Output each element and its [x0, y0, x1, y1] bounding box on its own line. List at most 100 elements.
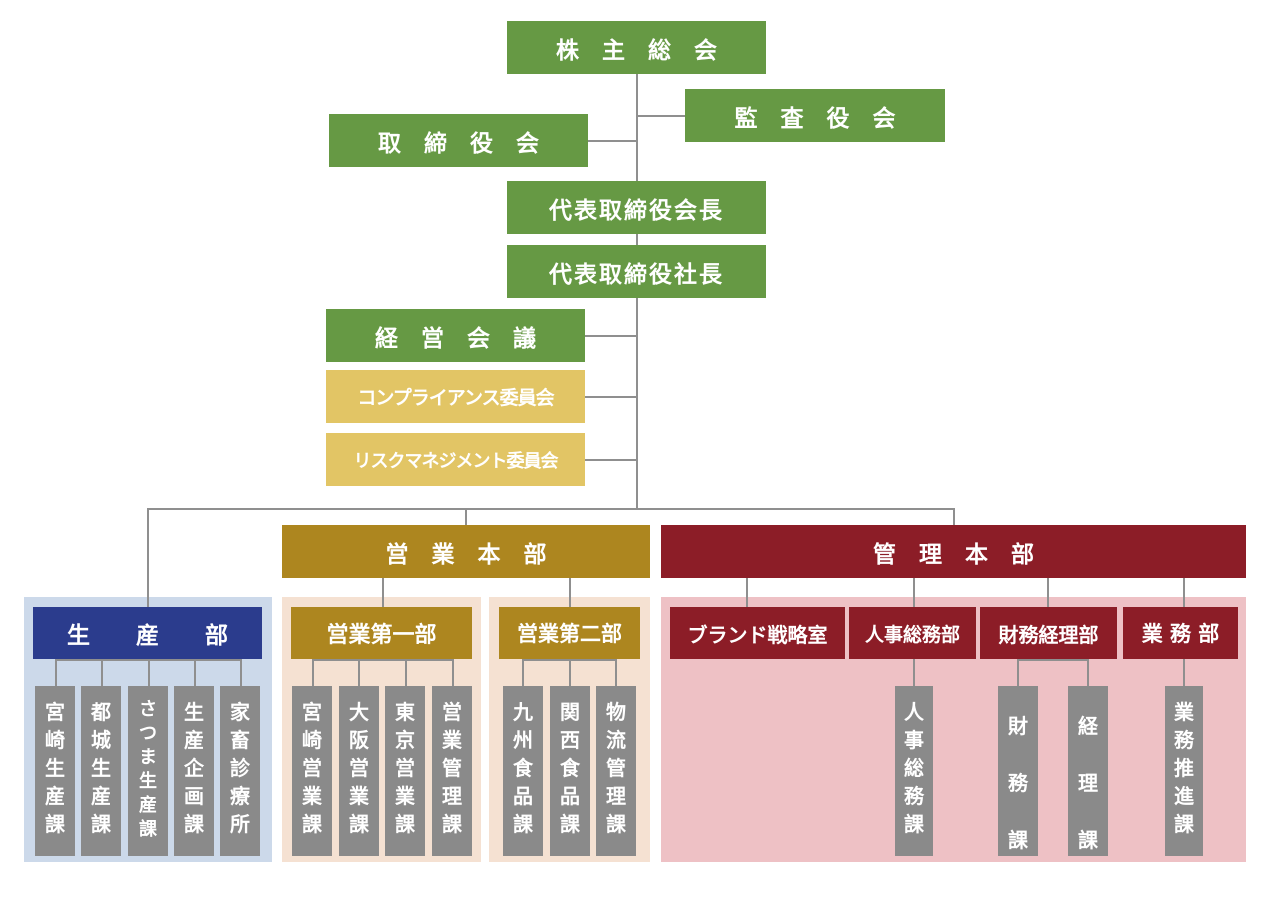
section-char: 産	[45, 784, 65, 808]
section-drop	[240, 659, 242, 686]
admin-division-drop-line	[953, 508, 955, 525]
section-char: 診	[230, 756, 250, 780]
production-section-box: さつま生産課	[128, 686, 168, 856]
section-char: 課	[904, 812, 924, 836]
section-char: 物	[606, 700, 626, 724]
sales1-sections-line	[312, 659, 454, 661]
section-char: 営	[349, 756, 369, 780]
section-char: 務	[904, 784, 924, 808]
business-section-box: 業務推進課	[1165, 686, 1203, 856]
section-char: 管	[442, 756, 462, 780]
section-char: 大	[349, 700, 369, 724]
section-char: ま	[139, 747, 157, 768]
brand-sub-branch	[746, 578, 748, 607]
sales-division-drop-line	[465, 508, 467, 525]
sales1-dept-box: 営業第一部	[291, 607, 472, 659]
admin-division-box: 管 理 本 部	[661, 525, 1246, 578]
section-char: 崎	[45, 728, 65, 752]
section-char: 管	[606, 756, 626, 780]
section-drop	[1183, 659, 1185, 686]
brand-strategy-box: ブランド戦略室	[670, 607, 845, 659]
section-char: 課	[560, 812, 580, 836]
section-char: 課	[395, 812, 415, 836]
section-char: 財	[1008, 714, 1028, 738]
president-box: 代表取締役社長	[507, 245, 766, 298]
section-char: 阪	[349, 728, 369, 752]
section-char: 営	[302, 756, 322, 780]
sales1-section-box: 大阪営業課	[339, 686, 379, 856]
section-char: 課	[513, 812, 533, 836]
board-connector	[588, 140, 637, 142]
section-char: 業	[349, 784, 369, 808]
section-char: 食	[513, 756, 533, 780]
production-drop-line	[147, 508, 149, 607]
section-char: 人	[904, 700, 924, 724]
risk-connector	[585, 459, 637, 461]
management-meeting-connector	[585, 335, 637, 337]
section-char: 事	[904, 728, 924, 752]
section-char: 課	[45, 812, 65, 836]
section-char: 営	[442, 700, 462, 724]
section-drop	[194, 659, 196, 686]
section-char: 生	[91, 756, 111, 780]
section-char: 関	[560, 700, 580, 724]
section-char: 東	[395, 700, 415, 724]
section-drop	[615, 659, 617, 686]
section-char: 課	[442, 812, 462, 836]
section-char: 総	[904, 756, 924, 780]
section-char: 業	[442, 728, 462, 752]
hr-section-box: 人事総務課	[895, 686, 933, 856]
section-char: 崎	[302, 728, 322, 752]
section-char: 都	[91, 700, 111, 724]
section-drop	[569, 659, 571, 686]
section-char: 所	[230, 812, 250, 836]
hr-sub-branch	[913, 578, 915, 607]
sales2-dept-box: 営業第二部	[499, 607, 640, 659]
board-of-directors-box: 取 締 役 会	[329, 114, 588, 167]
section-char: 家	[230, 700, 250, 724]
sales1-section-box: 宮崎営業課	[292, 686, 332, 856]
section-char: 理	[442, 784, 462, 808]
section-drop	[1017, 659, 1019, 686]
section-char: 城	[91, 728, 111, 752]
production-section-box: 家畜診療所	[220, 686, 260, 856]
chairman-box: 代表取締役会長	[507, 181, 766, 234]
section-drop	[55, 659, 57, 686]
section-char: 経	[1078, 714, 1098, 738]
section-char: 流	[606, 728, 626, 752]
management-meeting-box: 経 営 会 議	[326, 309, 585, 362]
section-char: 業	[1174, 700, 1194, 724]
business-dept-box: 業 務 部	[1123, 607, 1238, 659]
section-char: 課	[302, 812, 322, 836]
section-char: 企	[184, 756, 204, 780]
section-char: 務	[1008, 771, 1028, 795]
sales-sub-branch	[382, 578, 384, 607]
shareholders-meeting-box: 株 主 総 会	[507, 21, 766, 74]
section-char: 生	[184, 700, 204, 724]
section-char: 畜	[230, 728, 250, 752]
section-drop	[913, 659, 915, 686]
sales1-section-box: 営業管理課	[432, 686, 472, 856]
section-drop	[522, 659, 524, 686]
section-drop	[1087, 659, 1089, 686]
sales-division-box: 営 業 本 部	[282, 525, 650, 578]
finance-section-box: 経理課	[1068, 686, 1108, 856]
section-drop	[358, 659, 360, 686]
section-char: 画	[184, 784, 204, 808]
section-char: 産	[184, 728, 204, 752]
sales2-sub-branch	[569, 578, 571, 607]
section-char: 品	[513, 784, 533, 808]
division-branch-line	[147, 508, 955, 510]
section-char: 食	[560, 756, 580, 780]
sales2-section-box: 物流管理課	[596, 686, 636, 856]
finance-sections-line	[1017, 659, 1089, 661]
production-dept-box: 生 産 部	[33, 607, 262, 659]
production-section-box: 生産企画課	[174, 686, 214, 856]
section-char: 業	[302, 784, 322, 808]
sales1-section-box: 東京営業課	[385, 686, 425, 856]
section-char: 課	[139, 819, 157, 840]
section-char: さ	[139, 699, 157, 720]
section-char: 京	[395, 728, 415, 752]
section-drop	[101, 659, 103, 686]
section-char: 務	[1174, 728, 1194, 752]
